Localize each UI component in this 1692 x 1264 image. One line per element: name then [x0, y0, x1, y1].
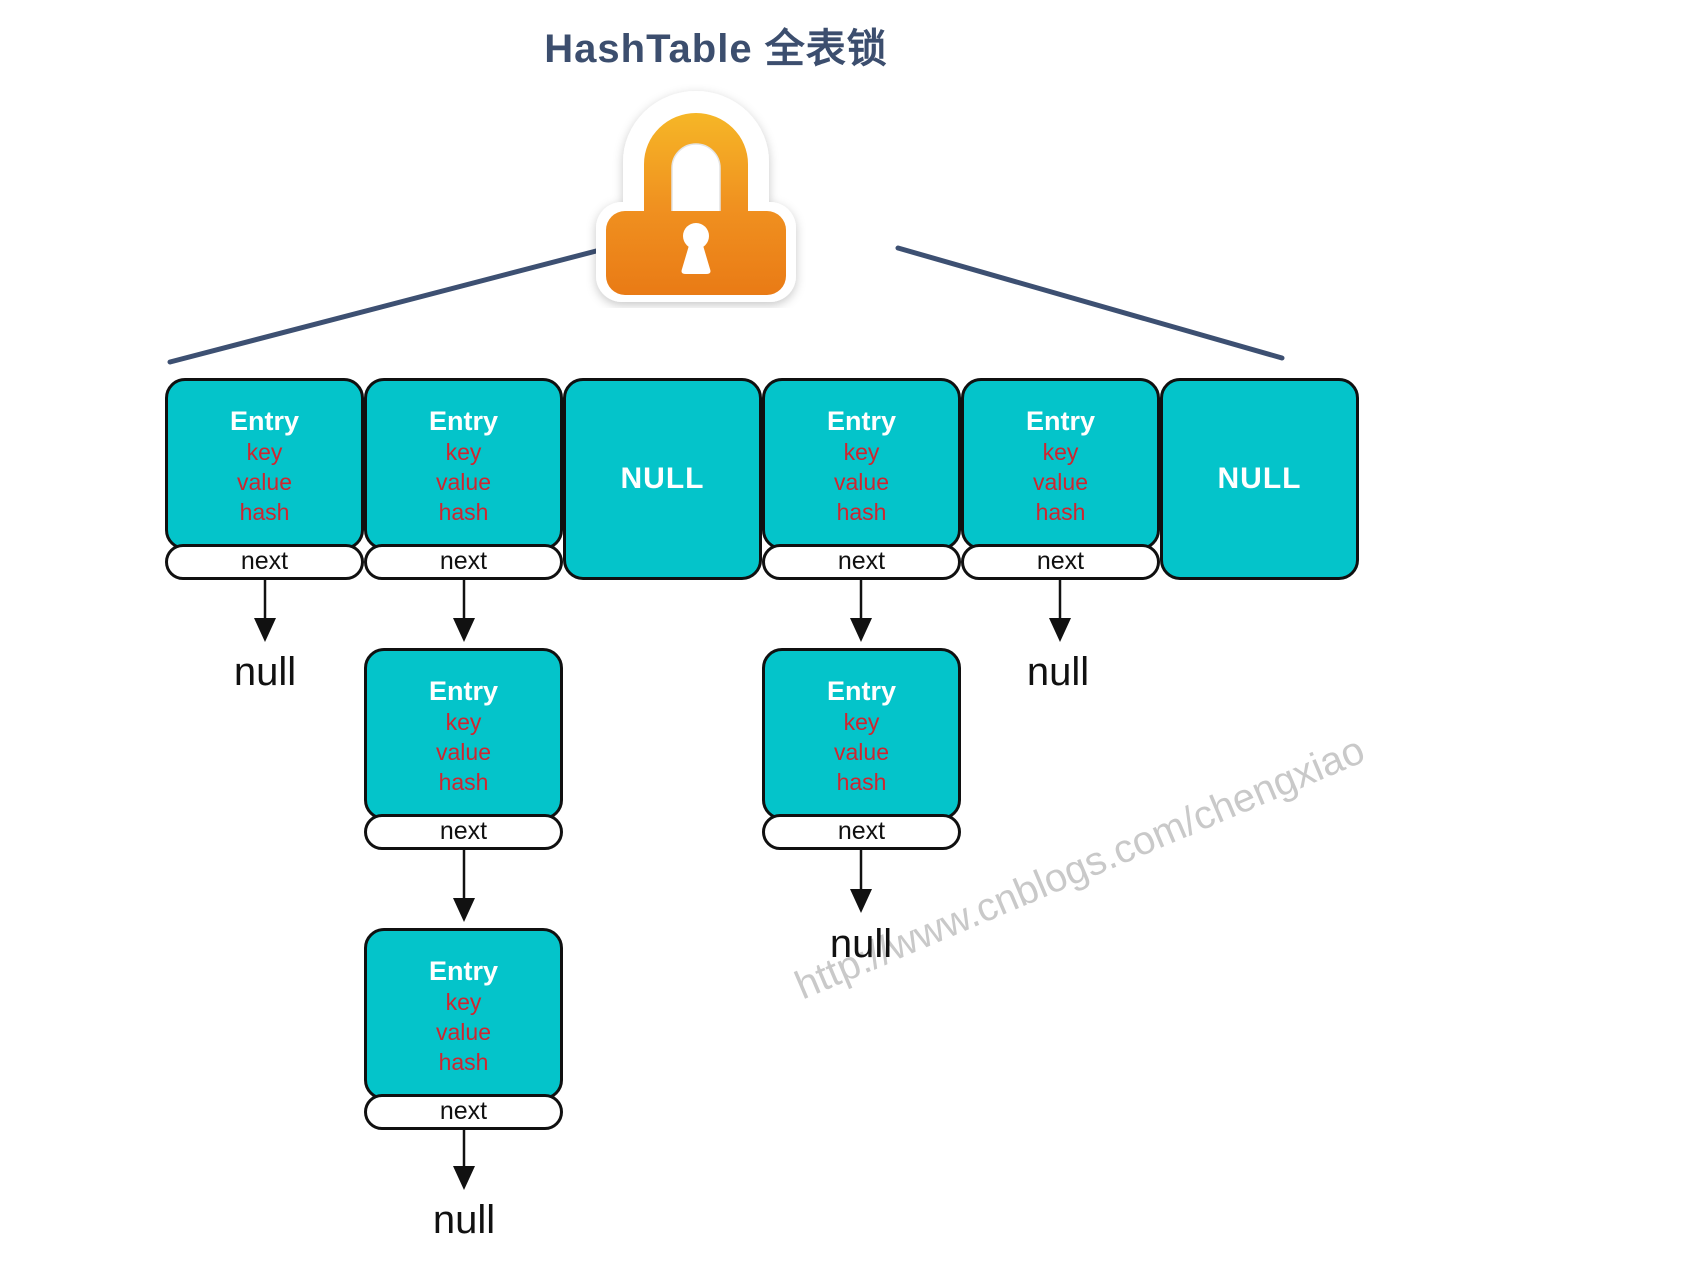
entry-field-value: value: [237, 469, 292, 495]
chain-entry: Entry key value hash next: [762, 648, 961, 850]
entry-field-hash: hash: [1035, 499, 1086, 525]
null-terminator: null: [432, 1198, 496, 1242]
entry-body: Entry key value hash: [961, 378, 1160, 550]
null-terminator: null: [829, 922, 893, 966]
entry-field-hash: hash: [438, 499, 489, 525]
entry-title: Entry: [428, 406, 499, 436]
chain-entry: Entry key value hash next: [364, 928, 563, 1130]
entry-body: Entry key value hash: [364, 648, 563, 820]
entry-field-key: key: [843, 439, 880, 465]
next-pointer: next: [165, 544, 364, 580]
next-arrow: [254, 580, 276, 642]
entry-title: Entry: [428, 676, 499, 706]
entry-body: Entry key value hash: [165, 378, 364, 550]
entry-title: Entry: [428, 956, 499, 986]
entry-body: Entry key value hash: [762, 378, 961, 550]
chain-entry: Entry key value hash next: [364, 648, 563, 850]
page-title: HashTable 全表锁: [544, 27, 888, 71]
entry-body: Entry key value hash: [364, 378, 563, 550]
null-bucket-label: NULL: [620, 462, 705, 495]
entry-field-hash: hash: [836, 499, 887, 525]
entry-title: Entry: [229, 406, 300, 436]
entry-field-hash: hash: [438, 1049, 489, 1075]
entry-field-value: value: [436, 469, 491, 495]
entry-body: Entry key value hash: [762, 648, 961, 820]
entry-field-key: key: [1042, 439, 1079, 465]
entry-field-hash: hash: [438, 769, 489, 795]
entry-field-value: value: [436, 1019, 491, 1045]
entry-field-value: value: [834, 469, 889, 495]
next-pointer: next: [762, 814, 961, 850]
entry-field-key: key: [445, 709, 482, 735]
null-terminator: null: [233, 650, 297, 694]
lock-to-table-line-right: [895, 245, 1285, 361]
hash-bucket-entry: Entry key value hash next: [961, 378, 1160, 580]
null-terminator: null: [1026, 650, 1090, 694]
next-pointer: next: [961, 544, 1160, 580]
next-arrow: [850, 580, 872, 642]
hash-bucket-null: NULL: [563, 378, 762, 580]
entry-field-hash: hash: [239, 499, 290, 525]
entry-field-value: value: [436, 739, 491, 765]
hash-bucket-entry: Entry key value hash next: [762, 378, 961, 580]
next-arrow: [453, 580, 475, 642]
lock-to-table-line-left: [167, 247, 603, 365]
entry-title: Entry: [1025, 406, 1096, 436]
hash-bucket-entry: Entry key value hash next: [165, 378, 364, 580]
entry-body: Entry key value hash: [364, 928, 563, 1100]
padlock-icon: [586, 84, 806, 308]
entry-field-key: key: [445, 439, 482, 465]
hash-bucket-entry: Entry key value hash next: [364, 378, 563, 580]
entry-field-key: key: [445, 989, 482, 1015]
next-arrow: [453, 850, 475, 922]
next-pointer: next: [364, 544, 563, 580]
next-pointer: next: [364, 1094, 563, 1130]
next-pointer: next: [364, 814, 563, 850]
entry-field-value: value: [834, 739, 889, 765]
next-pointer: next: [762, 544, 961, 580]
hash-bucket-null: NULL: [1160, 378, 1359, 580]
entry-title: Entry: [826, 676, 897, 706]
entry-field-value: value: [1033, 469, 1088, 495]
entry-field-key: key: [246, 439, 283, 465]
entry-field-key: key: [843, 709, 880, 735]
entry-title: Entry: [826, 406, 897, 436]
next-arrow: [453, 1130, 475, 1190]
next-arrow: [850, 850, 872, 913]
entry-field-hash: hash: [836, 769, 887, 795]
null-bucket-label: NULL: [1217, 462, 1302, 495]
next-arrow: [1049, 580, 1071, 642]
